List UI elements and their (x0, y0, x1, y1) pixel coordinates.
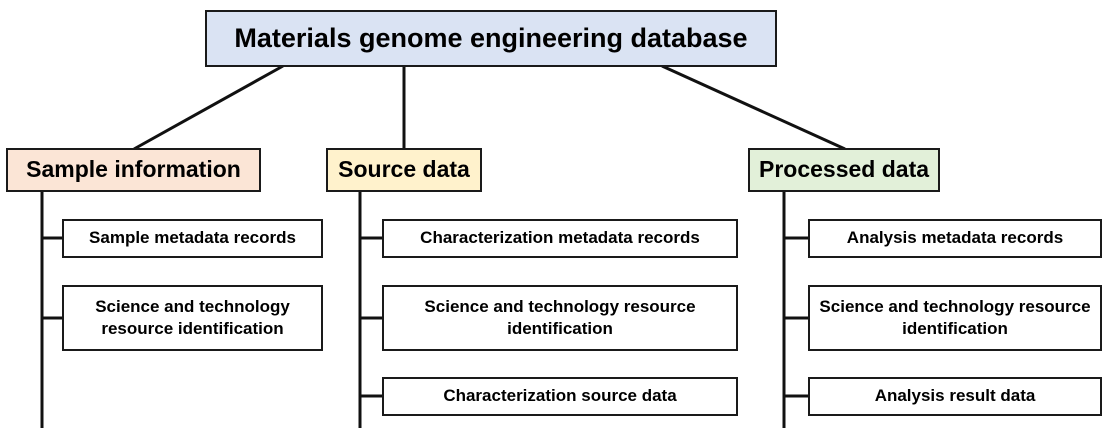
root-to-sample-line (133, 64, 284, 151)
leaf-sample-metadata-records: Sample metadata records (62, 219, 323, 258)
leaf-source-resource-identification: Science and technology resource identifi… (382, 285, 738, 351)
root-node: Materials genome engineering database (205, 10, 777, 67)
leaf-analysis-metadata-records: Analysis metadata records (808, 219, 1102, 258)
category-processed-data: Processed data (748, 148, 940, 192)
leaf-characterization-metadata-records: Characterization metadata records (382, 219, 738, 258)
leaf-characterization-source-data: Characterization source data (382, 377, 738, 416)
leaf-analysis-result-data: Analysis result data (808, 377, 1102, 416)
leaf-processed-resource-identification: Science and technology resource identifi… (808, 285, 1102, 351)
leaf-sample-resource-identification: Science and technology resource identifi… (62, 285, 323, 351)
category-sample-information: Sample information (6, 148, 261, 192)
category-source-data: Source data (326, 148, 482, 192)
root-to-processed-line (661, 64, 846, 151)
